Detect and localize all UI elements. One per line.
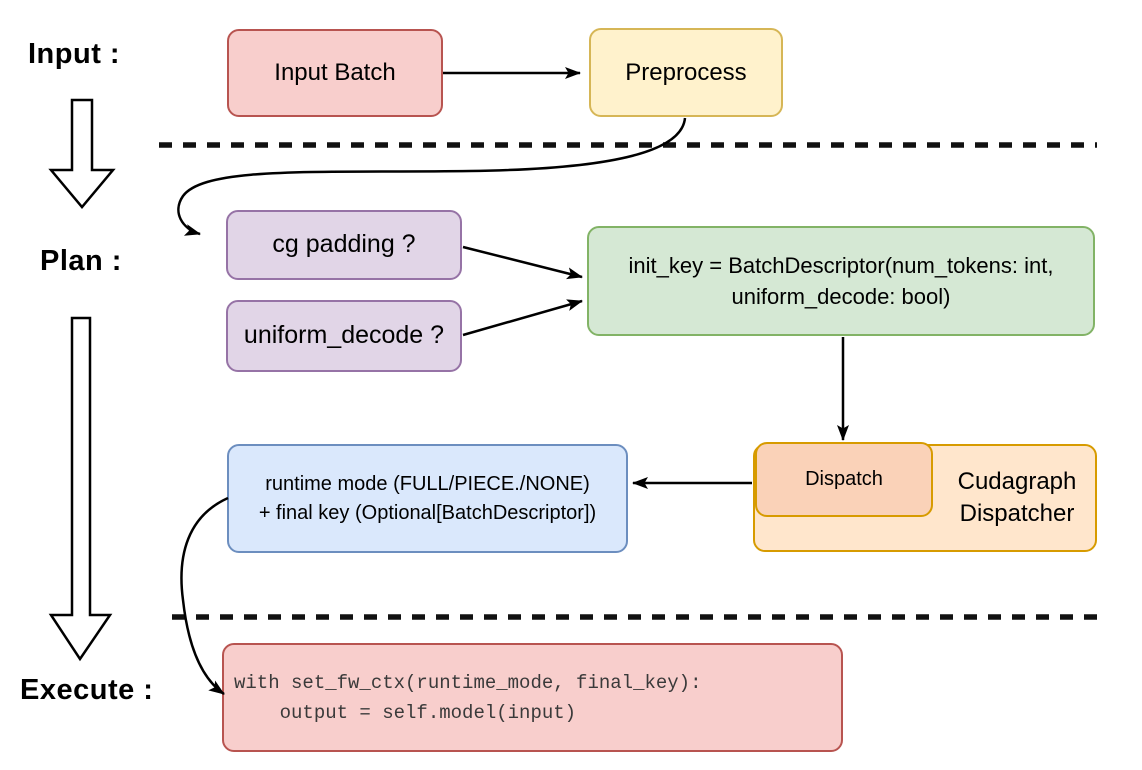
dispatcher-label-line1: Cudagraph	[957, 468, 1077, 495]
node-input-batch-label: Input Batch	[274, 59, 396, 86]
node-dispatch-label: Dispatch	[805, 468, 883, 490]
block-arrow-input-to-plan	[48, 98, 116, 209]
node-cudagraph-dispatcher-label: Cudagraph Dispatcher	[938, 446, 1096, 550]
block-arrow-plan-to-execute	[48, 316, 113, 662]
node-uniform-decode: uniform_decode ?	[226, 300, 462, 372]
node-input-batch: Input Batch	[227, 29, 443, 117]
node-cg-padding: cg padding ?	[226, 210, 462, 280]
arrow-cgpadding-to-initkey	[462, 245, 583, 280]
node-runtime-mode: runtime mode (FULL/PIECE./NONE) + final …	[227, 444, 628, 553]
node-preprocess-label: Preprocess	[625, 58, 747, 86]
node-uniform-decode-label: uniform_decode ?	[243, 321, 445, 350]
node-preprocess: Preprocess	[589, 28, 783, 117]
input-stage-label: Input :	[28, 38, 121, 70]
dispatcher-label-line2: Dispatcher	[959, 500, 1075, 527]
node-runtime-mode-line2: + final key (Optional[BatchDescriptor])	[258, 501, 597, 524]
code-line2: output = self.model(input)	[234, 701, 577, 724]
node-init-key: init_key = BatchDescriptor(num_tokens: i…	[587, 226, 1095, 336]
node-init-key-line1: init_key = BatchDescriptor(num_tokens: i…	[628, 253, 1054, 278]
execute-stage-label: Execute :	[20, 674, 154, 706]
node-runtime-mode-line1: runtime mode (FULL/PIECE./NONE)	[265, 472, 590, 495]
code-line1: with set_fw_ctx(runtime_mode, final_key)…	[234, 671, 702, 694]
node-cg-padding-label: cg padding ?	[272, 230, 416, 259]
node-init-key-line2: uniform_decode: bool)	[731, 284, 951, 309]
arrow-uniformdecode-to-initkey	[462, 299, 583, 337]
plan-stage-label: Plan :	[40, 245, 122, 277]
node-execute-code: with set_fw_ctx(runtime_mode, final_key)…	[222, 643, 843, 752]
node-dispatch: Dispatch	[755, 442, 933, 517]
